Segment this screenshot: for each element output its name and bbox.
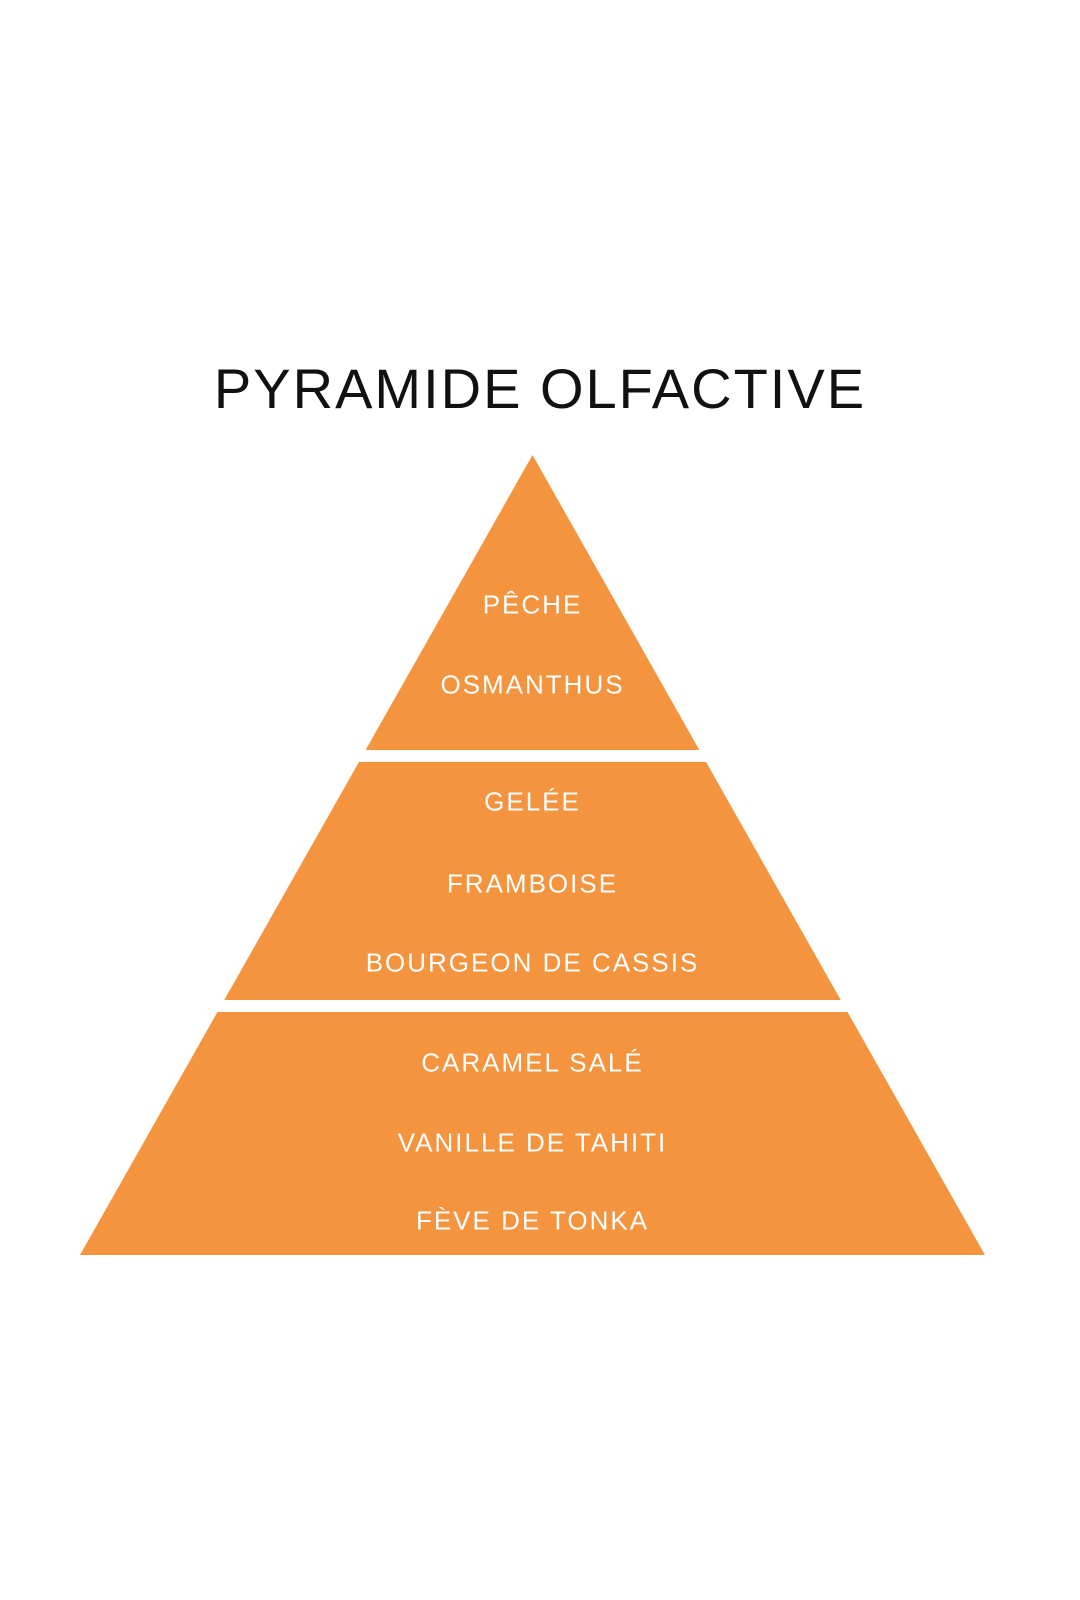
base-note-label: CARAMEL SALÉ (421, 1047, 644, 1078)
olfactory-pyramid-diagram: PÊCHE OSMANTHUS GELÉE FRAMBOISE BOURGEON… (80, 455, 985, 1255)
top-note-label: PÊCHE (482, 589, 583, 620)
pyramid-tier-base (80, 1012, 985, 1255)
heart-note-label: BOURGEON DE CASSIS (365, 947, 700, 978)
base-note-label: VANILLE DE TAHITI (397, 1127, 668, 1158)
base-note-label: FÈVE DE TONKA (415, 1205, 650, 1236)
heart-note-label: FRAMBOISE (446, 868, 619, 899)
top-note-label: OSMANTHUS (440, 669, 625, 700)
page-title: PYRAMIDE OLFACTIVE (213, 357, 867, 420)
heart-note-label: GELÉE (484, 786, 581, 817)
